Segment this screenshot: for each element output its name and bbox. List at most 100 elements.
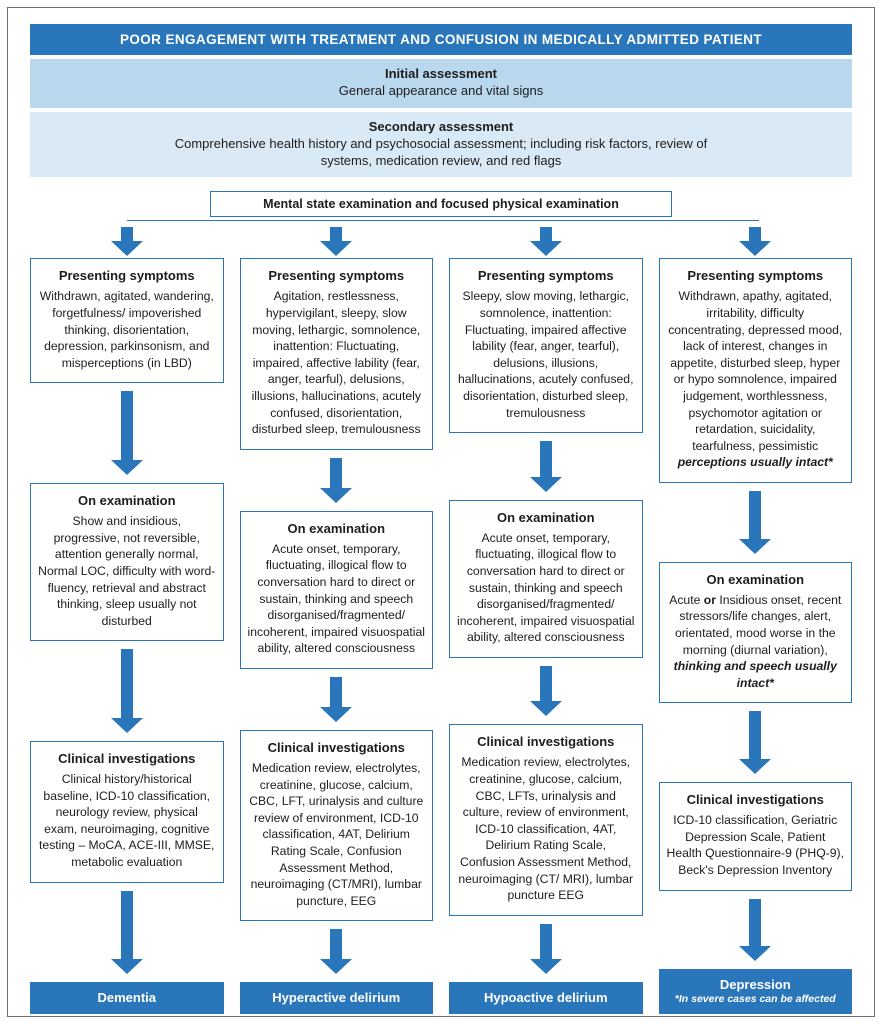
arrow-shaft: [539, 226, 552, 241]
diagnosis-box-hyperactive-delirium: Hyperactive delirium: [239, 982, 433, 1015]
down-arrow-icon: [659, 226, 853, 256]
arrow-head: [739, 946, 772, 962]
clinical-investigations-box: Clinical investigations Clinical history…: [30, 741, 224, 883]
diagnosis-label: Hypoactive delirium: [483, 990, 608, 1006]
arrow-shaft: [120, 391, 133, 461]
flowchart: POOR ENGAGEMENT WITH TREATMENT AND CONFU…: [30, 24, 853, 1015]
arrow-head: [739, 759, 772, 775]
diagnosis-label: Depression: [719, 977, 791, 993]
down-arrow-icon: [659, 703, 853, 782]
box-body: Acute onset, temporary, fluctuating, ill…: [457, 530, 635, 645]
on-examination-box: On examination Acute onset, temporary, f…: [449, 499, 643, 658]
arrow-shaft: [120, 226, 133, 241]
secondary-assessment-title: Secondary assessment: [368, 118, 514, 134]
arrow-head: [110, 240, 143, 256]
mental-state-exam-box: Mental state examination and focused phy…: [210, 191, 672, 218]
arrow-shaft: [330, 226, 343, 241]
presenting-symptoms-box: Presenting symptoms Withdrawn, apathy, a…: [658, 258, 852, 483]
arrow-shaft: [749, 226, 762, 241]
column-hyperactive-delirium: Presenting symptoms Agitation, restlessn…: [239, 258, 434, 1015]
arrow-head: [529, 240, 562, 256]
box-body: Withdrawn, agitated, wandering, forgetfu…: [39, 289, 214, 370]
arrow-shaft: [330, 457, 343, 488]
initial-assessment-title: Initial assessment: [385, 66, 497, 81]
box-body: Medication review, electrolytes, creatin…: [249, 761, 424, 908]
box-title: Presenting symptoms: [687, 268, 824, 284]
down-arrow-icon: [240, 921, 434, 982]
box-title: On examination: [77, 493, 176, 509]
down-arrow-icon: [659, 891, 853, 970]
column-hypoactive-delirium: Presenting symptoms Sleepy, slow moving,…: [449, 258, 643, 1015]
box-title: On examination: [496, 509, 595, 525]
arrow-shaft: [539, 665, 552, 702]
arrow-shaft: [749, 711, 762, 760]
box-title: Clinical investigations: [686, 792, 824, 808]
arrow-head: [529, 476, 562, 492]
diagnosis-box-dementia: Dementia: [30, 982, 224, 1015]
presenting-symptoms-box: Presenting symptoms Withdrawn, agitated,…: [30, 258, 224, 384]
connector-rail-line: [127, 220, 759, 222]
box-title: Presenting symptoms: [268, 268, 405, 284]
arrow-head: [110, 460, 143, 476]
box-title: On examination: [706, 571, 805, 587]
on-examination-box: On examination Acute onset, temporary, f…: [239, 510, 433, 669]
arrow-head: [529, 959, 562, 975]
down-arrow-icon: [449, 226, 643, 256]
arrow-shaft: [539, 441, 552, 477]
box-title: Clinical investigations: [477, 734, 615, 750]
box-body: Clinical history/historical baseline, IC…: [39, 772, 215, 870]
clinical-investigations-box: Clinical investigations Medication revie…: [239, 730, 433, 922]
diagnosis-box-hypoactive-delirium: Hypoactive delirium: [449, 982, 643, 1015]
clinical-investigations-box: Clinical investigations ICD-10 classific…: [658, 782, 852, 891]
page-title: POOR ENGAGEMENT WITH TREATMENT AND CONFU…: [30, 24, 852, 55]
initial-assessment-band: Initial assessment General appearance an…: [30, 59, 852, 108]
arrow-head: [529, 701, 562, 717]
arrow-head: [320, 959, 353, 975]
box-body: Show and insidious, progressive, not rev…: [38, 514, 216, 628]
clinical-investigations-box: Clinical investigations Medication revie…: [449, 724, 643, 916]
secondary-assessment-body: Comprehensive health history and psychos…: [174, 135, 708, 169]
down-arrow-icon: [240, 226, 434, 256]
down-arrow-icon: [240, 450, 434, 511]
arrow-head: [110, 718, 143, 734]
arrow-head: [320, 240, 353, 256]
box-body: Acute onset, temporary, fluctuating, ill…: [247, 541, 426, 656]
presenting-symptoms-box: Presenting symptoms Sleepy, slow moving,…: [449, 258, 643, 434]
presenting-symptoms-box: Presenting symptoms Agitation, restlessn…: [239, 258, 433, 450]
box-title: Presenting symptoms: [58, 268, 195, 284]
diagnosis-label: Dementia: [97, 990, 157, 1006]
box-body: Medication review, electrolytes, creatin…: [458, 755, 634, 903]
initial-assessment-body: General appearance and vital signs: [338, 83, 544, 99]
arrow-head: [320, 707, 353, 722]
box-title: On examination: [287, 520, 386, 536]
arrow-shaft: [120, 649, 133, 719]
down-arrow-icon: [30, 883, 224, 983]
box-title: Presenting symptoms: [477, 268, 614, 284]
down-arrow-icon: [449, 433, 643, 500]
on-examination-box: On examination Show and insidious, progr…: [30, 483, 224, 642]
arrow-shaft: [330, 676, 343, 707]
down-arrow-icon: [30, 226, 224, 256]
box-body: ICD-10 classification, Geriatric Depress…: [666, 813, 844, 877]
arrow-head: [110, 959, 143, 975]
box-title: Clinical investigations: [267, 740, 405, 755]
exam-row: Mental state examination and focused phy…: [30, 191, 852, 218]
column-depression: Presenting symptoms Withdrawn, apathy, a…: [658, 258, 853, 1015]
arrow-shaft: [330, 929, 343, 960]
down-arrow-icon: [449, 916, 643, 983]
arrow-shaft: [539, 923, 552, 960]
arrow-head: [739, 538, 772, 554]
connector-rail: [30, 217, 852, 226]
down-arrow-icon: [659, 483, 853, 562]
on-examination-box: On examination Acute or Insidious onset,…: [658, 561, 852, 704]
down-arrow-icon: [449, 658, 643, 725]
diagnosis-box-depression: Depression *In severe cases can be affec…: [658, 969, 852, 1015]
arrow-head: [320, 487, 353, 503]
arrow-shaft: [749, 898, 762, 947]
box-body: Agitation, restlessness, hypervigilant, …: [251, 289, 421, 437]
arrow-head: [739, 240, 772, 256]
down-arrow-icon: [30, 383, 224, 483]
column-dementia: Presenting symptoms Withdrawn, agitated,…: [30, 258, 224, 1015]
box-body: Sleepy, slow moving, lethargic, somnolen…: [458, 289, 634, 420]
box-body: Withdrawn, apathy, agitated, irritabilit…: [668, 289, 843, 470]
